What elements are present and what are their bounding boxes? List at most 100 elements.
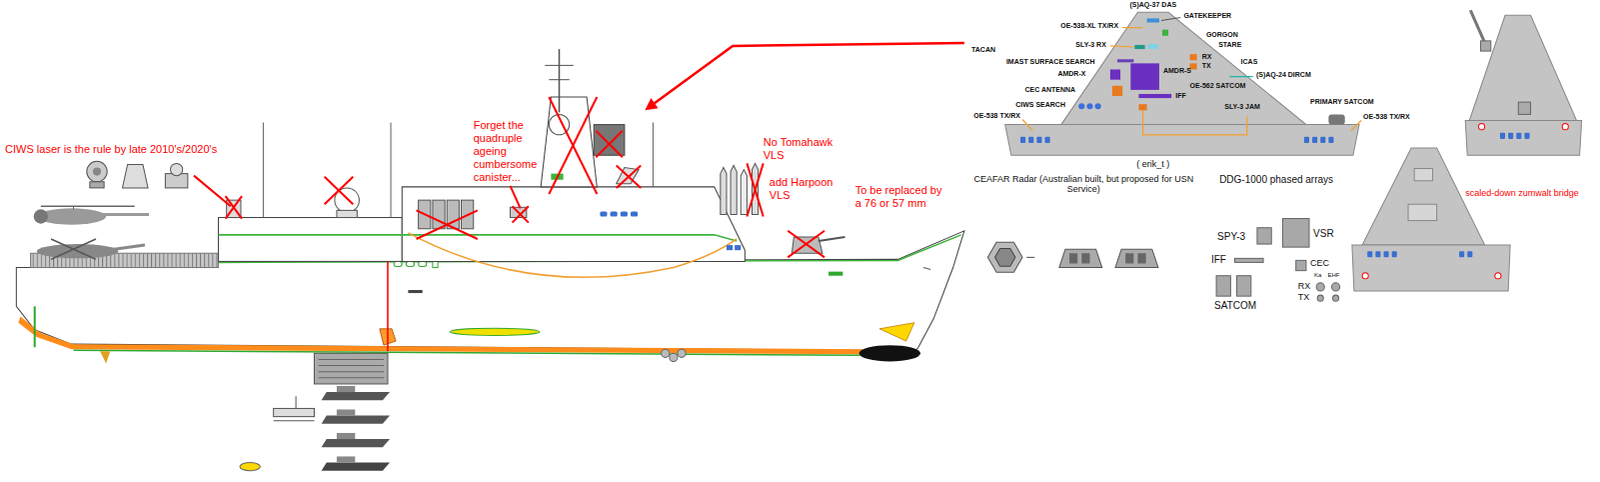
zumwalt-bridge bbox=[1467, 250, 1473, 257]
helicopter-icon bbox=[72, 205, 74, 209]
ship-hull bbox=[393, 260, 402, 266]
sonar-array bbox=[318, 358, 384, 360]
superstructure bbox=[593, 124, 625, 156]
sonar-array bbox=[313, 260, 686, 384]
red-arrow bbox=[644, 42, 965, 110]
red-cross-mark bbox=[324, 176, 354, 205]
red-cross-mark bbox=[616, 164, 642, 187]
superstructure bbox=[432, 199, 445, 229]
mast-diagram bbox=[1138, 93, 1172, 98]
array-label: IFF bbox=[1211, 253, 1227, 266]
phased-array-icon bbox=[1234, 257, 1264, 262]
superstructure bbox=[336, 209, 357, 217]
red-cross-mark bbox=[512, 205, 529, 222]
zumwalt-bridge bbox=[1469, 14, 1577, 120]
sensor-label: IMAST SURFACE SEARCH bbox=[1006, 57, 1096, 66]
ship-hull bbox=[859, 344, 921, 361]
sensor-label: RX bbox=[1202, 52, 1213, 61]
array-label: RX bbox=[1298, 280, 1312, 292]
sonar-array bbox=[318, 370, 384, 372]
ceafar-radar-icon bbox=[1059, 248, 1103, 267]
sensor-label: (S)AQ-24 DIRCM bbox=[1256, 70, 1312, 79]
zumwalt-bridge bbox=[1481, 40, 1492, 51]
zumwalt-bridge bbox=[1465, 120, 1582, 156]
ceafar-radar-icon bbox=[1115, 248, 1159, 267]
superstructure bbox=[818, 236, 846, 241]
mast-diagram bbox=[1229, 75, 1253, 77]
mast-diagram bbox=[1086, 102, 1093, 109]
phased-array-icon bbox=[1332, 294, 1339, 301]
sensor-label: GORGON bbox=[1206, 30, 1239, 39]
red-cross-mark bbox=[193, 175, 231, 207]
zumwalt-bridge bbox=[1414, 168, 1433, 181]
zumwalt-bridge bbox=[1367, 250, 1373, 257]
ciws-icon bbox=[170, 162, 183, 175]
superstructure bbox=[401, 186, 745, 262]
zumwalt-bridge bbox=[1495, 272, 1502, 279]
sensor-label: TX bbox=[1202, 61, 1212, 70]
sonar-array bbox=[313, 352, 388, 384]
red-cross-mark bbox=[193, 96, 825, 257]
helicopter-icon bbox=[113, 244, 145, 249]
red-cross-mark bbox=[512, 205, 529, 222]
ship-hull bbox=[99, 350, 110, 363]
phased-array-icon bbox=[1216, 218, 1341, 302]
phased-array-icon bbox=[1317, 294, 1324, 301]
boat-icon bbox=[336, 432, 355, 439]
mast-diagram bbox=[1110, 68, 1121, 79]
annotation-note: Forget the quadruple ageing cumbersome c… bbox=[473, 118, 542, 184]
mast-diagram bbox=[1304, 136, 1310, 143]
zumwalt-bridge bbox=[1352, 244, 1511, 291]
mast-diagram bbox=[1328, 136, 1334, 143]
array-label: VSR bbox=[1313, 227, 1335, 240]
superstructure bbox=[652, 122, 654, 187]
phased-array-icon bbox=[1216, 275, 1231, 296]
mast-diagram bbox=[1143, 109, 1248, 135]
mast-diagram bbox=[1061, 11, 1307, 124]
ceafar-radar-icon bbox=[1137, 252, 1146, 263]
superstructure bbox=[734, 244, 741, 250]
mast-diagram bbox=[1190, 53, 1198, 60]
zumwalt-bridge bbox=[1352, 9, 1583, 291]
red-cross-mark bbox=[787, 230, 825, 258]
superstructure bbox=[558, 48, 561, 112]
ceafar-radar-icon bbox=[1069, 252, 1078, 263]
array-label: EHF bbox=[1327, 271, 1340, 279]
sensor-label: SLY-3 JAM bbox=[1224, 102, 1261, 111]
boat-icon bbox=[321, 391, 390, 400]
ship-hull bbox=[17, 316, 863, 355]
zumwalt-bridge bbox=[1518, 101, 1531, 114]
mast-diagram bbox=[1328, 113, 1345, 124]
superstructure bbox=[407, 232, 737, 277]
ship-hull bbox=[407, 289, 422, 293]
zumwalt-bridge bbox=[1384, 250, 1390, 257]
red-cross-mark bbox=[548, 96, 597, 194]
zumwalt-bridge bbox=[1478, 123, 1485, 130]
array-label: TX bbox=[1298, 291, 1311, 303]
mast-diagram bbox=[1148, 43, 1159, 49]
red-cross-mark bbox=[746, 162, 763, 216]
sensor-label: AMDR-X bbox=[1057, 69, 1086, 78]
boat-icon bbox=[336, 385, 355, 392]
ceafar-radar-icon bbox=[987, 241, 1159, 272]
annotation-note: add Harpoon VLS bbox=[769, 175, 840, 202]
mast-diagram bbox=[1161, 16, 1181, 20]
red-cross-mark bbox=[225, 195, 242, 218]
superstructure bbox=[218, 217, 403, 262]
ship-hull bbox=[405, 260, 414, 266]
array-label: SPY-3 bbox=[1217, 230, 1246, 243]
phased-array-icon bbox=[1296, 259, 1307, 270]
red-cross-mark bbox=[510, 185, 521, 208]
mast-diagram bbox=[1112, 85, 1123, 96]
ceafar-radar-icon bbox=[1125, 252, 1134, 263]
helicopter-icon bbox=[50, 238, 96, 259]
phased-array-icon bbox=[1331, 282, 1340, 291]
sensor-label: ICAS bbox=[1241, 57, 1259, 66]
ceafar-radar-icon bbox=[1026, 256, 1035, 258]
sensor-label: GATEKEEPER bbox=[1183, 11, 1232, 20]
boat-icon bbox=[239, 385, 390, 471]
helicopter-icon bbox=[50, 238, 96, 259]
zumwalt-bridge bbox=[1470, 9, 1486, 45]
superstructure bbox=[544, 64, 574, 66]
zumwalt-bridge bbox=[1408, 203, 1438, 220]
